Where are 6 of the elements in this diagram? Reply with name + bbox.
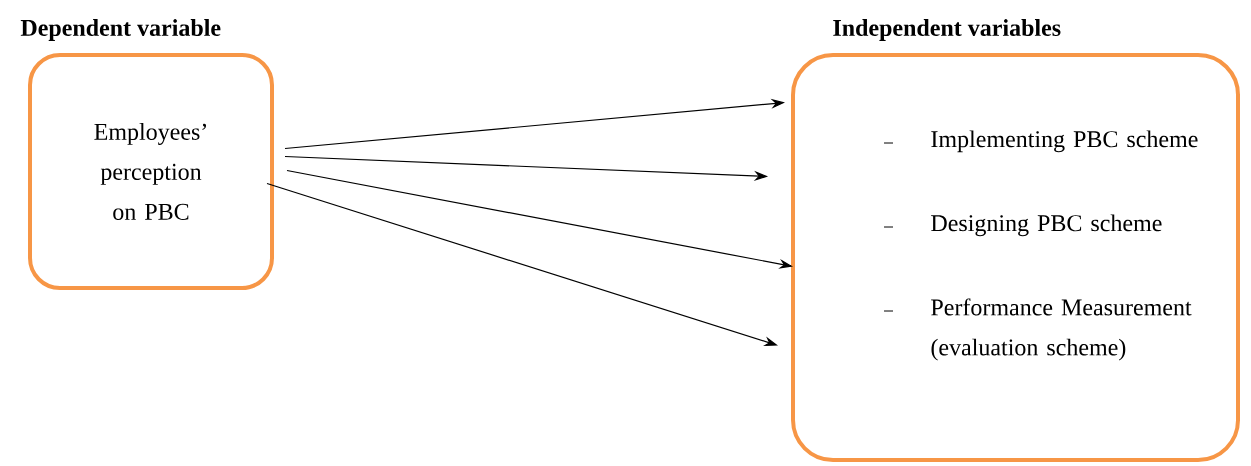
list-item: Implementing PBC scheme <box>931 130 1198 153</box>
heading: Dependent variable <box>20 19 221 41</box>
heading: Independent variables <box>833 19 1061 41</box>
rounded-box: Employees’ perception on PBC <box>28 53 274 290</box>
list-item: Designing PBC scheme <box>931 214 1162 237</box>
list-item: Performance Measurement (evaluation scheme) <box>931 298 1192 361</box>
